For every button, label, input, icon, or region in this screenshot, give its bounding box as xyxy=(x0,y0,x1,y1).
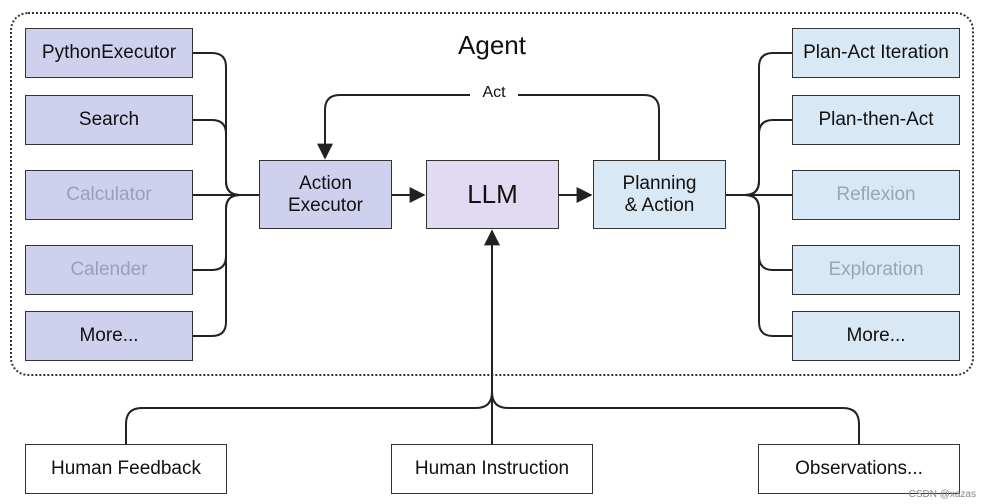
strategy-more: More... xyxy=(792,311,960,361)
action-executor-box: Action Executor xyxy=(259,160,392,229)
tool-search: Search xyxy=(25,95,193,145)
strategy-connector xyxy=(744,119,792,196)
tool-connector xyxy=(193,119,241,196)
tool-connector xyxy=(193,194,241,337)
strategy-connector xyxy=(744,194,792,271)
input-human-instruction: Human Instruction xyxy=(391,444,593,494)
input-connector xyxy=(491,391,860,444)
tool-connector xyxy=(193,52,241,196)
input-observations: Observations... xyxy=(758,444,960,494)
input-human-feedback: Human Feedback xyxy=(25,444,227,494)
strategy-connector xyxy=(744,194,792,337)
tool-calender: Calender xyxy=(25,245,193,295)
strategy-connector xyxy=(744,52,792,196)
strategy-plan-then-act: Plan-then-Act xyxy=(792,95,960,145)
act-loop-label: Act xyxy=(470,84,518,102)
planning-action-box: Planning & Action xyxy=(593,160,726,229)
strategy-plan-act-iteration: Plan-Act Iteration xyxy=(792,28,960,78)
watermark: CSDN @xazas xyxy=(908,489,976,500)
tool-more: More... xyxy=(25,311,193,361)
agent-title: Agent xyxy=(458,30,526,60)
tool-connector xyxy=(193,194,241,271)
tool-python-executor: PythonExecutor xyxy=(25,28,193,78)
tool-calculator: Calculator xyxy=(25,170,193,220)
strategy-reflexion: Reflexion xyxy=(792,170,960,220)
llm-box: LLM xyxy=(426,160,559,229)
input-connector xyxy=(125,391,493,444)
strategy-exploration: Exploration xyxy=(792,245,960,295)
act-loop-arrow xyxy=(317,94,660,160)
